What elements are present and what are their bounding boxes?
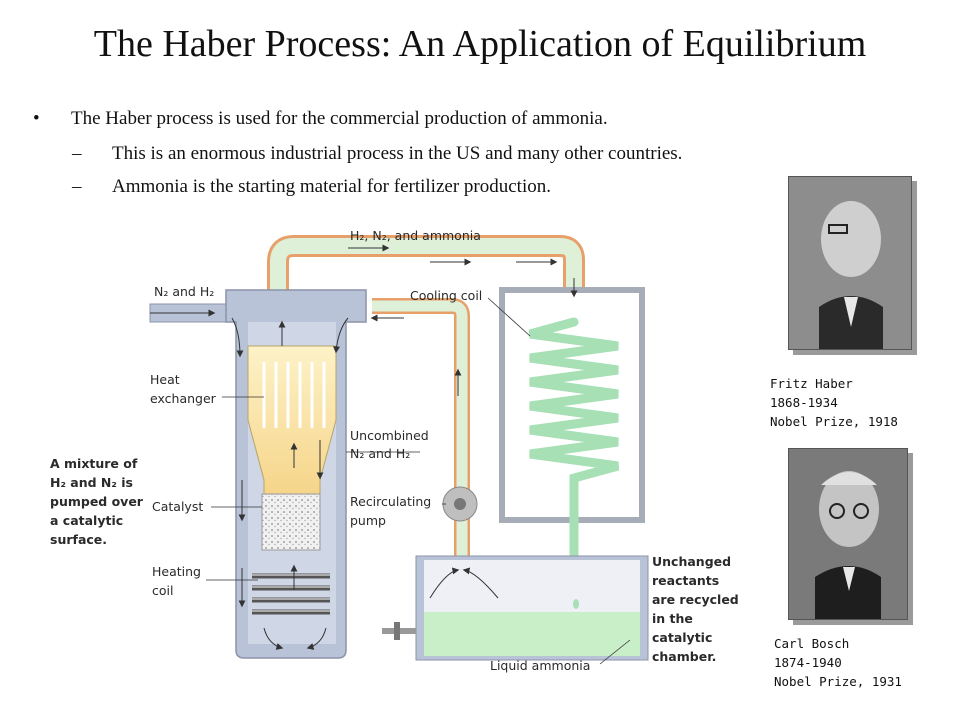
portrait-image [789,449,907,619]
portrait-image [789,177,911,349]
caption-carl-bosch: Carl Bosch 1874-1940 Nobel Prize, 1931 [774,634,902,691]
recycle-pipe [372,298,470,560]
label-liquid-ammonia: Liquid ammonia [490,658,590,673]
label-line: pump [350,513,386,528]
label-line: in the [652,611,693,626]
label-line: pumped over [50,494,144,509]
sub-bullet-marker: – [72,176,82,197]
label-cooling-coil: Cooling coil [410,288,482,303]
sub-bullet: – This is an enormous industrial process … [72,143,682,165]
label-heat-exchanger: Heat exchanger [150,372,217,406]
label-heating-coil: Heating coil [152,564,205,598]
ammonia-chamber [382,555,649,661]
label-line: Heat [150,372,180,387]
label-line: reactants [652,573,719,588]
sub-bullet: – Ammonia is the starting material for fe… [72,176,551,198]
label-line: Unchanged [652,554,731,569]
label-catalyst: Catalyst [152,499,203,514]
sub-bullet-text: This is an enormous industrial process i… [112,143,683,164]
label-line: catalytic [652,630,712,645]
ammonia-droplet [573,599,579,609]
bullet-marker: • [33,108,40,129]
top-pipe [267,235,585,330]
slide-title: The Haber Process: An Application of Equ… [93,23,867,65]
label-line: coil [152,583,173,598]
label-unchanged: Unchanged reactants are recycled in the … [652,554,743,664]
heat-exchanger-tubes [262,362,326,428]
label-top-flow: H₂, N₂, and ammonia [350,228,481,243]
label-inlet: N₂ and H₂ [154,284,214,299]
caption-prize: Nobel Prize, 1918 [770,414,898,429]
label-line: Uncombined [350,428,429,443]
main-bullet: • The Haber process is used for the comme… [33,108,608,130]
recirculating-pump [442,486,478,522]
label-pump: Recirculating pump [350,494,435,528]
label-line: a catalytic [50,513,123,528]
label-line: Heating [152,564,201,579]
label-line: chamber. [652,649,716,664]
leader-lines [206,297,631,665]
sub-bullet-marker: – [72,143,82,164]
portrait-carl-bosch [788,448,908,620]
label-line: A mixture of [50,456,138,471]
caption-years: 1874-1940 [774,655,842,670]
caption-fritz-haber: Fritz Haber 1868-1934 Nobel Prize, 1918 [770,374,898,431]
label-mixture: A mixture of H₂ and N₂ is pumped over a … [50,456,147,547]
sub-bullet-text: Ammonia is the starting material for fer… [112,176,551,197]
caption-name: Carl Bosch [774,636,850,651]
label-line: surface. [50,532,107,547]
label-line: Recirculating [350,494,431,509]
cooling-coil [528,317,620,585]
label-line: exchanger [150,391,217,406]
label-line: H₂ and N₂ is [50,475,133,490]
flow-arrows [150,244,578,650]
portrait-fritz-haber [788,176,912,350]
label-line: N₂ and H₂ [350,446,410,461]
catalyst-bed [261,493,321,551]
caption-years: 1868-1934 [770,395,838,410]
caption-prize: Nobel Prize, 1931 [774,674,902,689]
label-uncombined: Uncombined N₂ and H₂ [350,428,433,461]
heating-coil-highlight [252,574,330,612]
main-bullet-text: The Haber process is used for the commer… [71,108,608,129]
caption-name: Fritz Haber [770,376,853,391]
label-line: are recycled [652,592,739,607]
